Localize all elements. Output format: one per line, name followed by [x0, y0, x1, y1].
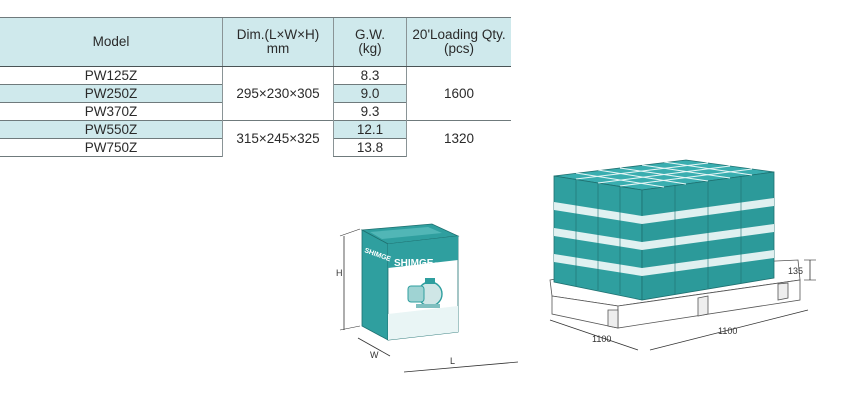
carton-brand: SHIMGE — [394, 258, 434, 269]
carton-stack — [553, 159, 775, 301]
dimensions-cell: 295×230×305 — [222, 66, 334, 121]
pallet-width-line — [649, 309, 809, 351]
carton-front-band — [388, 236, 458, 268]
pallet-svg: 135 1100 1100 — [549, 159, 816, 351]
width-dimension-line — [357, 337, 391, 357]
model-cell: PW370Z — [0, 102, 223, 121]
pump-icon — [407, 278, 443, 308]
header-loading-qty: 20'Loading Qty. (pcs) — [406, 17, 511, 67]
pallet-length-line — [549, 319, 639, 351]
model-cell: PW250Z — [0, 84, 223, 103]
loading-qty-cell: 1320 — [406, 120, 511, 157]
dimensions-cell: 315×245×325 — [222, 120, 334, 157]
table-row: PW550Z 315×245×325 12.1 1320 — [0, 120, 511, 157]
spec-table: Model Dim.(L×W×H) mm G.W. (kg) 20'Loadin… — [0, 17, 511, 157]
table-header-row: Model Dim.(L×W×H) mm G.W. (kg) 20'Loadin… — [0, 17, 511, 67]
pallet-length-label: 1100 — [592, 334, 611, 344]
table-row: PW125Z 295×230×305 8.3 1600 — [0, 66, 511, 121]
header-gross-weight-line2: (kg) — [358, 41, 382, 56]
carton-front-base — [388, 306, 458, 340]
carton-illustration: SHIMGE SHIMGE for better life H W L — [330, 222, 530, 382]
width-label: W — [370, 350, 379, 360]
header-gross-weight-line1: G.W. — [355, 27, 385, 42]
pallet-height-label: 135 — [788, 266, 803, 276]
height-label: H — [336, 268, 343, 278]
carton-top-stripe — [370, 227, 442, 239]
weight-cell: 12.1 — [333, 120, 407, 139]
header-model: Model — [0, 17, 223, 67]
weight-cell: 9.3 — [333, 102, 407, 121]
model-cell: PW750Z — [0, 138, 223, 157]
header-dimensions-line2: mm — [266, 41, 290, 56]
weight-cell: 13.8 — [333, 138, 407, 157]
pallet-width-label: 1100 — [718, 326, 737, 336]
carton-svg: SHIMGE SHIMGE for better life H W L — [336, 223, 519, 373]
table-row: PW250Z 9.0 — [0, 84, 511, 103]
model-cell: PW125Z — [0, 66, 223, 85]
table-row: PW370Z 9.3 — [0, 102, 511, 121]
header-dimensions-line1: Dim.(L×W×H) — [236, 27, 320, 42]
header-loading-qty-line2: (pcs) — [444, 41, 474, 56]
model-cell: PW550Z — [0, 120, 223, 139]
weight-cell: 8.3 — [333, 66, 407, 85]
loading-qty-cell: 1600 — [406, 66, 511, 121]
header-loading-qty-line1: 20'Loading Qty. — [412, 27, 506, 42]
weight-cell: 9.0 — [333, 84, 407, 103]
pallet-illustration: 135 1100 1100 — [538, 128, 838, 388]
length-dimension-line — [403, 361, 519, 373]
length-label: L — [450, 356, 455, 366]
carton-tagline: for better life — [422, 262, 450, 268]
table-row: PW750Z 13.8 — [0, 138, 511, 157]
header-gross-weight: G.W. (kg) — [333, 17, 407, 67]
header-dimensions: Dim.(L×W×H) mm — [222, 17, 334, 67]
